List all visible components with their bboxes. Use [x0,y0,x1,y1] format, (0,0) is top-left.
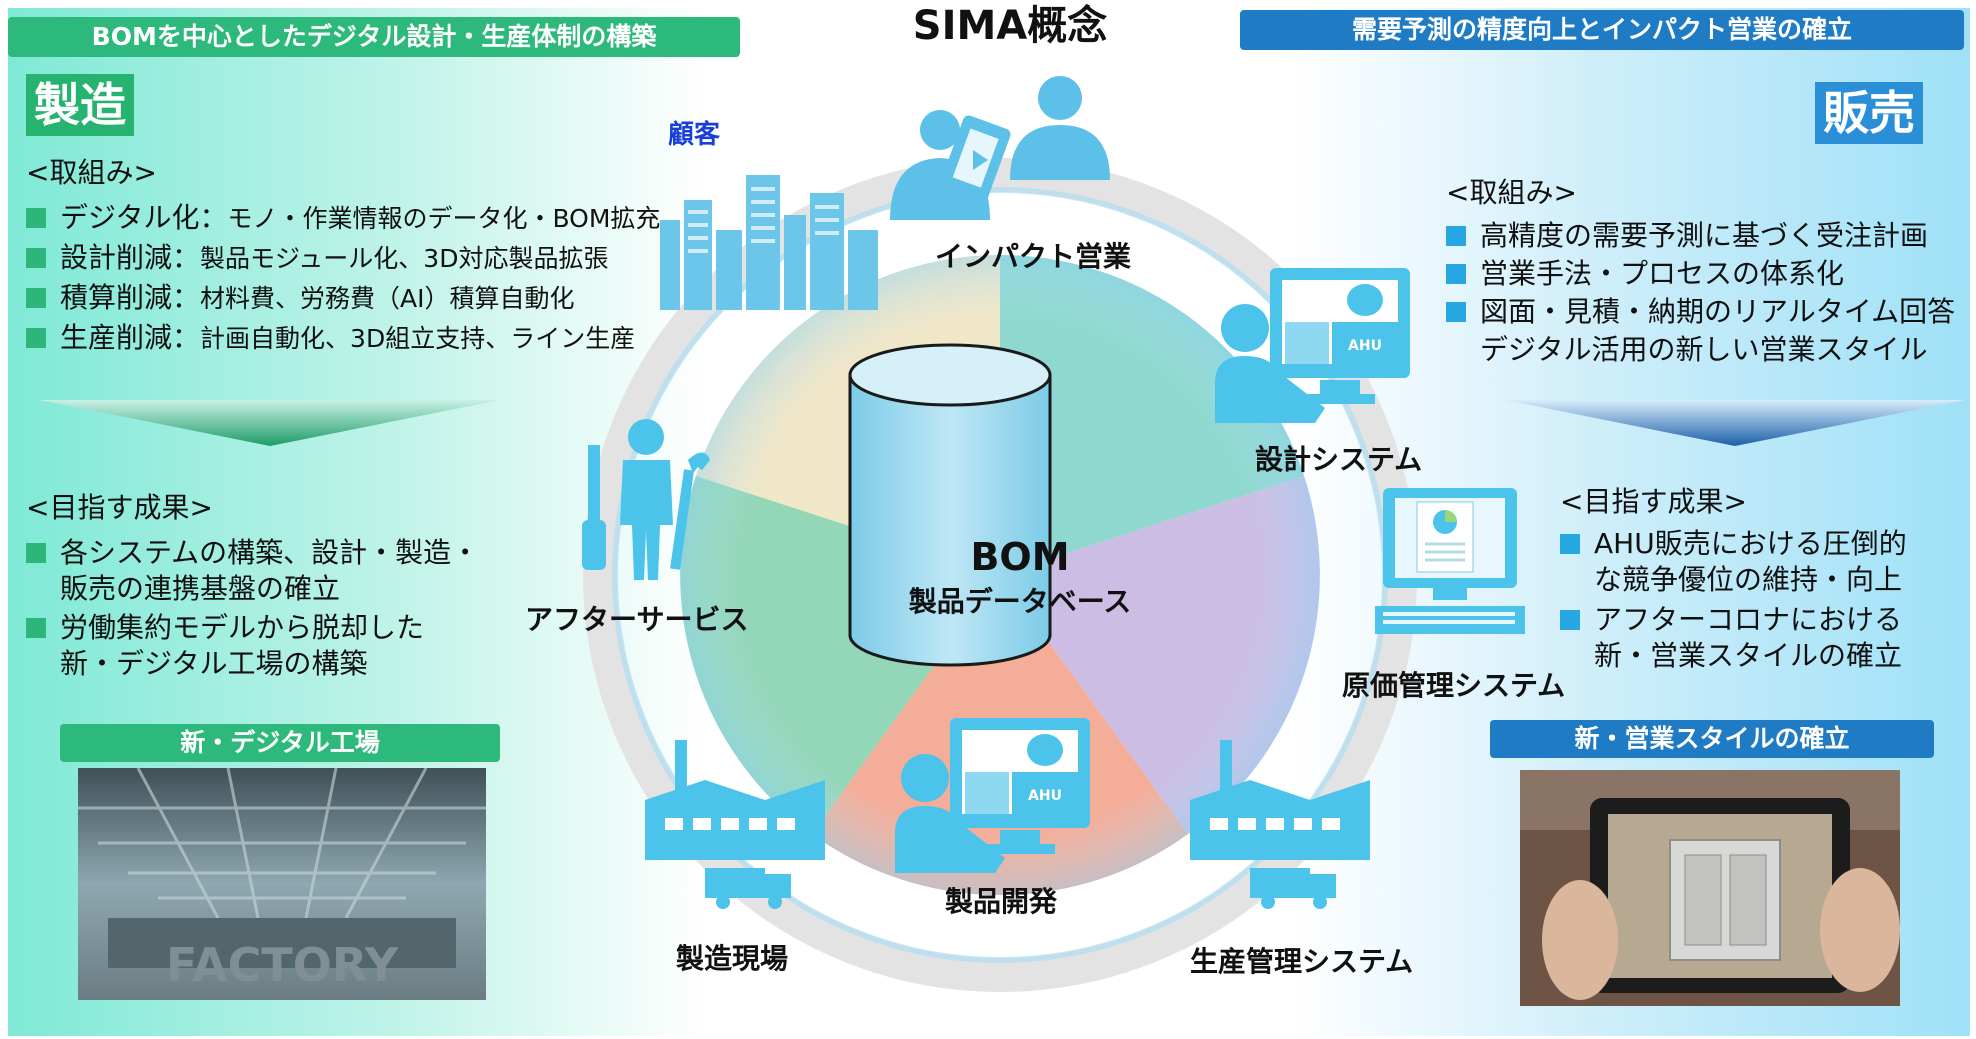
right-photo-banner: 新・営業スタイルの確立 [1490,720,1934,758]
customer-users-icon [890,76,1110,220]
left-efforts-heading: <取組み> [26,156,157,189]
left-goal-item: 各システムの構築、設計・製造・ [26,535,479,571]
bom-database-icon [848,343,1052,667]
square-bullet-icon [26,248,46,268]
square-bullet-icon [26,288,46,308]
sima-cycle-diagram [583,158,1417,992]
right-effort-item: 高精度の需要予測に基づく受注計画 [1446,218,1928,254]
left-banner: BOMを中心としたデジタル設計・生産体制の構築 [8,17,740,57]
right-effort-item: 営業手法・プロセスの体系化 [1446,256,1844,292]
left-goal-item-cont: 新・デジタル工場の構築 [60,647,368,680]
left-effort-item: 設計削減：製品モジュール化、3D対応製品拡張 [26,240,608,277]
node-factory-floor-label: 製造現場 [676,942,789,975]
square-bullet-icon [26,208,46,228]
computer-user-icon: AHU [895,718,1090,873]
right-goal-item-cont: 新・営業スタイルの確立 [1594,639,1903,672]
node-after-service-label: アフターサービス [525,603,749,636]
square-bullet-icon [1446,264,1466,284]
square-bullet-icon [26,543,46,563]
square-bullet-icon [26,328,46,348]
left-goal-item-cont: 販売の連携基盤の確立 [60,572,341,605]
factory-sign: FACTORY [166,938,399,992]
right-effort-item: 図面・見積・納期のリアルタイム回答 [1446,294,1955,330]
computer-user-icon: AHU [1215,268,1410,423]
right-section-label: 販売 [1815,82,1923,144]
right-goal-item: AHU販売における圧倒的 [1560,526,1907,562]
right-goal-item: アフターコロナにおける [1560,602,1902,638]
factory-icon [645,740,825,909]
customer-label: 顧客 [668,120,721,150]
node-product-dev-label: 製品開発 [945,885,1058,918]
left-section-label: 製造 [26,74,134,136]
down-chevron-icon [40,400,500,446]
ahu-label: AHU [1348,338,1382,354]
right-goals-heading: <目指す成果> [1560,485,1747,518]
factory-icon [1190,740,1370,909]
left-effort-item: デジタル化：モノ・作業情報のデータ化・BOM拡充 [26,200,660,237]
square-bullet-icon [1560,610,1580,630]
square-bullet-icon [26,618,46,638]
right-effort-item-cont: デジタル活用の新しい営業スタイル [1480,333,1928,366]
factory-photo: FACTORY [78,768,486,1000]
left-goal-item: 労働集約モデルから脱却した [26,610,424,646]
right-banner: 需要予測の精度向上とインパクト営業の確立 [1240,10,1964,50]
left-photo-banner: 新・デジタル工場 [60,724,500,762]
square-bullet-icon [1446,302,1466,322]
square-bullet-icon [1560,534,1580,554]
bom-sublabel: 製品データベース [908,585,1132,618]
node-design-system-label: 設計システム [1255,443,1423,476]
worker-tools-icon [582,419,710,580]
down-chevron-icon [1505,400,1965,446]
left-effort-item: 積算削減：材料費、労務費（AI）積算自動化 [26,280,575,317]
ahu-label: AHU [1028,788,1062,804]
right-efforts-heading: <取組み> [1446,176,1577,209]
city-buildings-icon [660,175,878,310]
node-cost-system-label: 原価管理システム [1342,669,1566,702]
tablet-photo [1520,770,1900,1006]
right-goal-item-cont: な競争優位の維持・向上 [1594,563,1903,596]
node-production-system-label: 生産管理システム [1190,945,1414,978]
bom-label: BOM [970,535,1070,579]
report-monitor-icon [1375,488,1525,634]
node-impact-sales-label: インパクト営業 [935,240,1132,273]
page-title: SIMA概念 [912,3,1108,49]
left-effort-item: 生産削減：計画自動化、3D組立支持、ライン生産 [26,320,635,357]
square-bullet-icon [1446,226,1466,246]
left-goals-heading: <目指す成果> [26,491,213,524]
